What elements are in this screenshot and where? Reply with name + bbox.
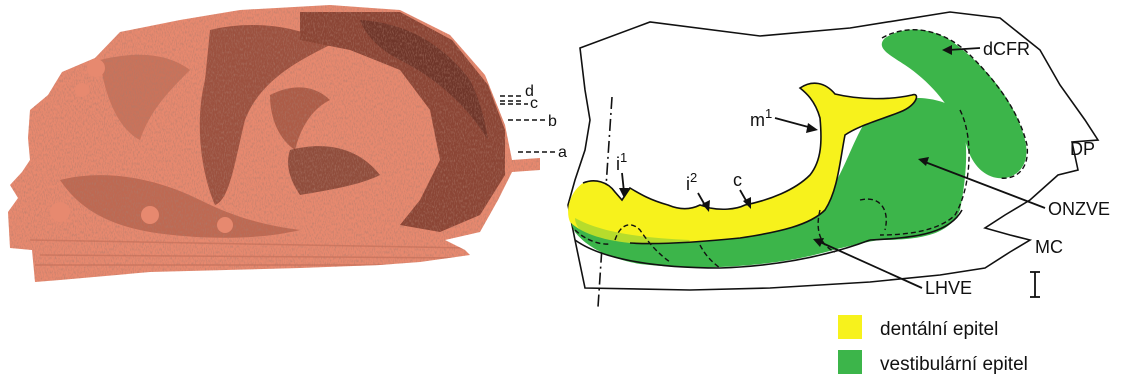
label-dp: DP	[1070, 139, 1095, 159]
scale-bar	[1030, 272, 1040, 297]
label-dcfr: dCFR	[983, 39, 1030, 59]
3d-reconstruction-image	[0, 0, 560, 290]
legend: dentální epitel vestibulární epitel	[838, 315, 1028, 375]
label-lhve: LHVE	[925, 278, 972, 298]
legend-swatch-vestibular	[838, 350, 862, 374]
arrow-m1	[775, 118, 818, 133]
legend-label-vestibular: vestibulární epitel	[880, 354, 1028, 375]
section-label-c: c	[530, 95, 538, 112]
arrow-lhve	[813, 238, 922, 288]
section-label-b: b	[548, 113, 557, 130]
label-i2: i2	[686, 170, 697, 194]
label-c: c	[733, 170, 742, 190]
legend-swatch-dental	[838, 315, 862, 339]
label-i1: i1	[616, 150, 627, 174]
label-m1: m1	[750, 106, 772, 130]
label-mc: MC	[1035, 237, 1063, 257]
label-onzve: ONZVE	[1048, 199, 1110, 219]
legend-label-dental: dentální epitel	[880, 319, 998, 340]
section-label-a: a	[558, 144, 567, 161]
